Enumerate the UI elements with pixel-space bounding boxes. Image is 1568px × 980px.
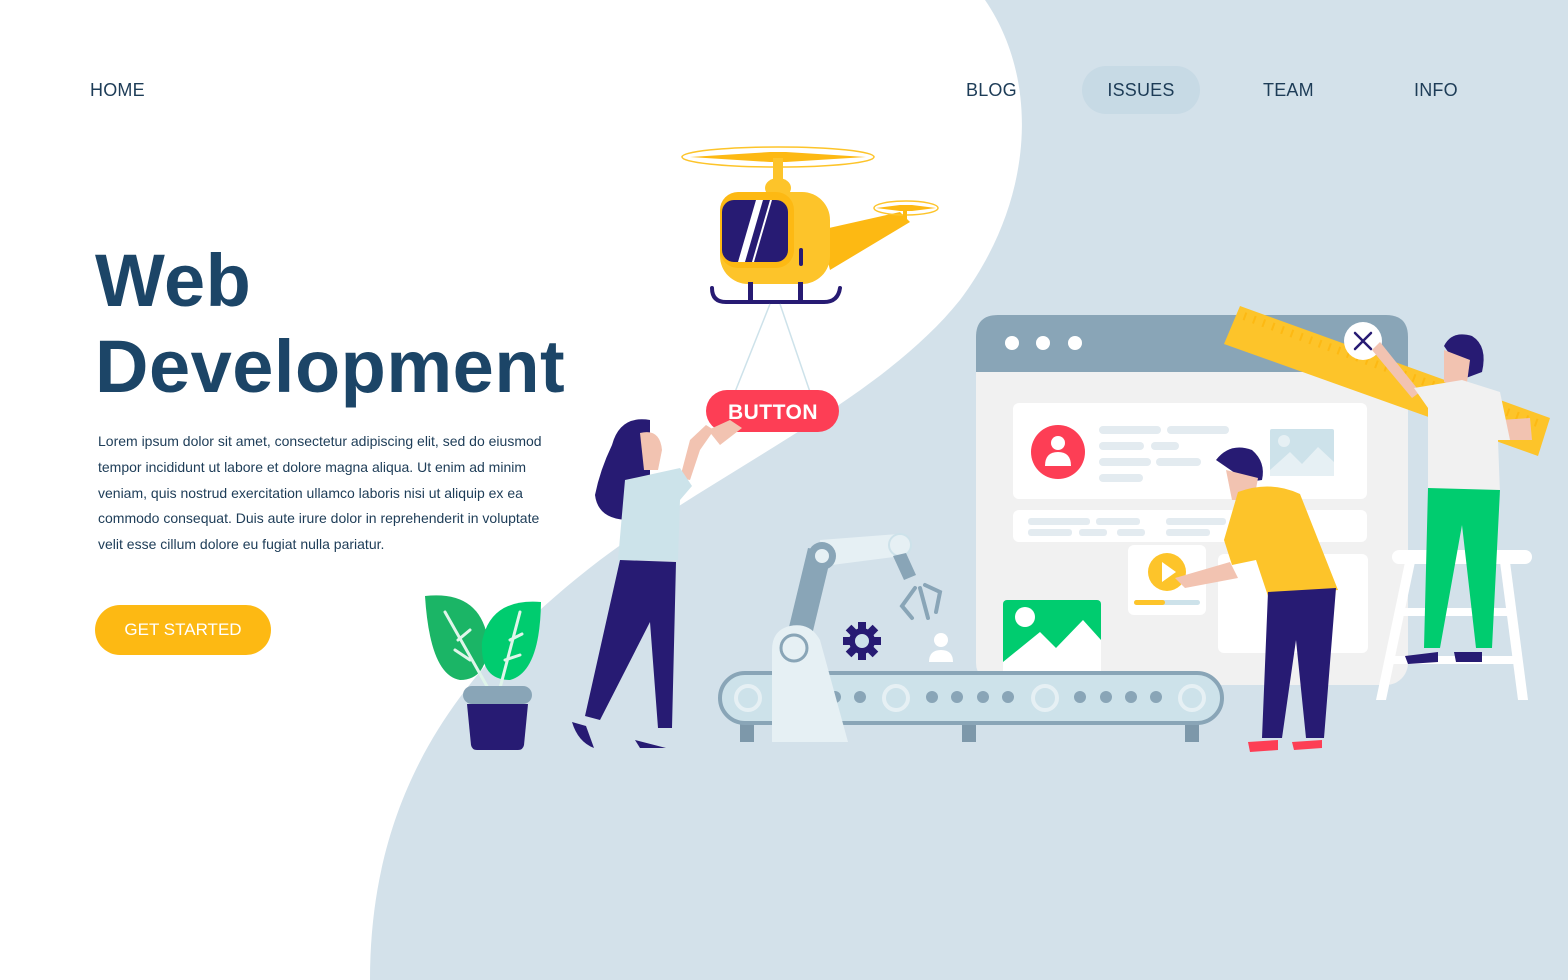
user-avatar-icon (1031, 425, 1085, 479)
man-on-ladder-icon (1372, 334, 1532, 664)
nav-team[interactable]: TEAM (1263, 80, 1314, 100)
hanging-button-icon: BUTTON (706, 390, 839, 432)
page-title: Web Development (95, 238, 565, 410)
man-yellow-shirt-icon (1175, 447, 1338, 752)
helicopter-icon (681, 146, 939, 393)
gear-icon (843, 622, 881, 660)
conveyor-belt-icon (718, 671, 1224, 742)
nav-blog[interactable]: BLOG (966, 80, 1017, 100)
robot-arm-icon (772, 533, 943, 742)
get-started-button[interactable]: GET STARTED (95, 605, 271, 655)
person-icon (929, 633, 953, 662)
image-icon (1003, 600, 1101, 680)
woman-figure-icon (572, 419, 742, 748)
nav-issues[interactable]: ISSUES (1082, 66, 1200, 114)
hero-description: Lorem ipsum dolor sit amet, consectetur … (98, 433, 542, 553)
nav-home[interactable]: HOME (90, 80, 145, 100)
hanging-button-label: BUTTON (728, 401, 818, 424)
title-line-2: Development (95, 325, 566, 408)
play-icon (1148, 553, 1186, 591)
image-placeholder-icon (1270, 429, 1334, 476)
plant-icon (425, 595, 541, 750)
title-line-1: Web (95, 239, 252, 322)
nav-info[interactable]: INFO (1414, 80, 1458, 100)
